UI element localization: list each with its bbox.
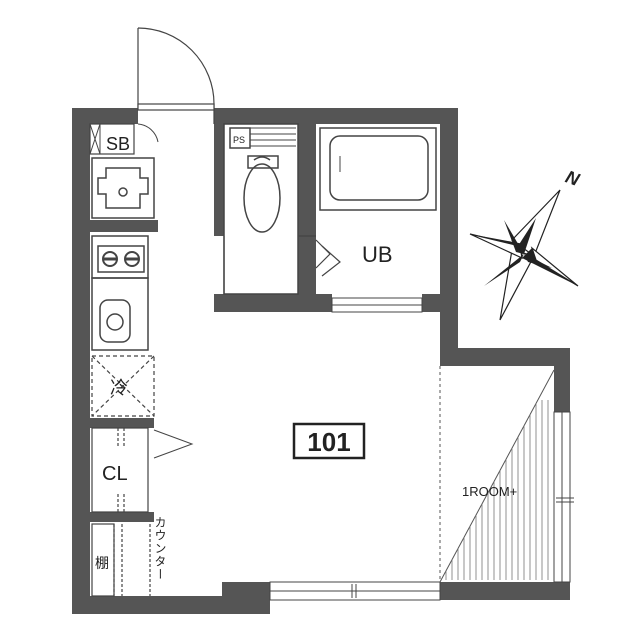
bathtub: [319, 127, 437, 211]
walls: [72, 108, 570, 614]
balcony-hatch: [445, 400, 549, 580]
room-label: 1ROOM+: [462, 484, 517, 499]
ub-window: [331, 297, 423, 313]
unit-number-badge: [292, 422, 366, 460]
shelf: [91, 523, 151, 597]
toilet: [223, 123, 299, 295]
shoe-box-label: SB: [106, 134, 130, 154]
ub-door[interactable]: [315, 239, 341, 277]
kitchen-sink: [91, 277, 149, 351]
ps-label: PS: [233, 135, 245, 145]
north-label: N: [563, 167, 583, 191]
shoe-box: [89, 123, 135, 155]
toilet-door[interactable]: [223, 235, 316, 294]
right-window: [553, 411, 574, 583]
ub-label: UB: [362, 242, 393, 267]
shelf-label: 棚: [95, 555, 109, 571]
stove: [91, 235, 149, 279]
refrigerator-label: 冷: [110, 378, 128, 398]
unit-number: 101: [307, 427, 350, 457]
refrigerator: [91, 355, 155, 417]
compass-icon: [469, 189, 579, 321]
entrance-door[interactable]: [137, 27, 215, 143]
closet-label: CL: [102, 463, 128, 485]
washbasin: [91, 157, 155, 219]
bottom-window: [269, 581, 441, 601]
closet: [91, 427, 194, 513]
balcony-area: [439, 366, 555, 583]
counter-label: カウンター: [153, 516, 167, 581]
